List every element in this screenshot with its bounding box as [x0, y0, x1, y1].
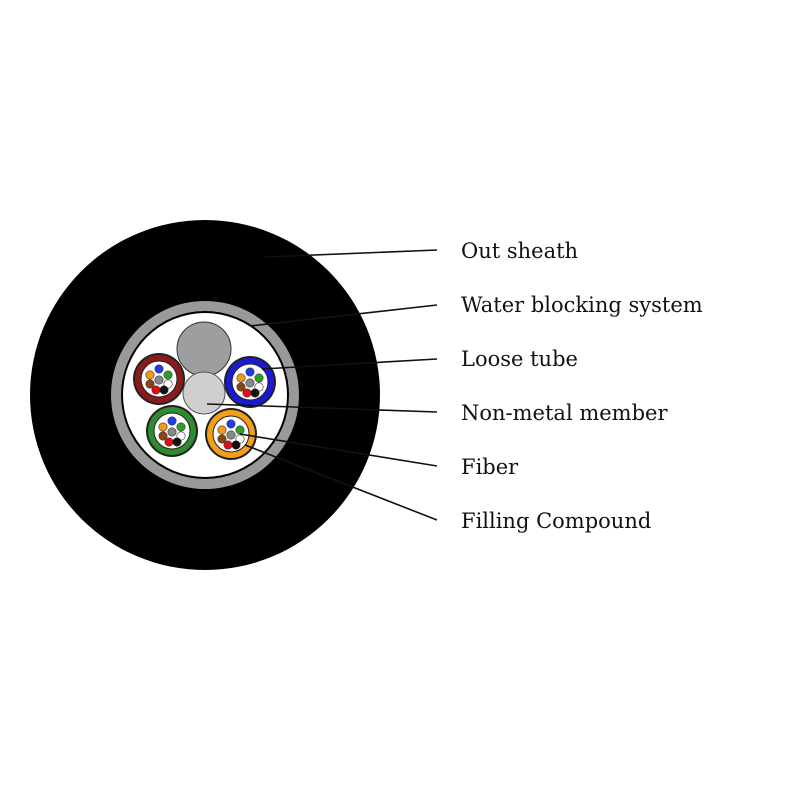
loose-tube-red [133, 353, 185, 405]
leader-filling-compound [244, 444, 438, 521]
fiber [226, 430, 236, 440]
leader-loose-tube [261, 358, 438, 370]
loose-tube-blue [224, 356, 276, 408]
label-water-blocking-system: Water blocking system [461, 293, 703, 317]
fiber [154, 364, 164, 374]
fiber [176, 422, 186, 432]
fiber [236, 373, 246, 383]
fiber [235, 425, 245, 435]
fiber [158, 431, 168, 441]
filler-rod [176, 321, 232, 377]
fiber [245, 378, 255, 388]
fiber [231, 440, 241, 450]
leader-non-metal-member [206, 403, 438, 413]
fiber [223, 440, 233, 450]
leader-fiber [239, 433, 438, 467]
fiber [145, 379, 155, 389]
label-loose-tube: Loose tube [461, 347, 578, 371]
fiber [172, 437, 182, 447]
fiber [158, 422, 168, 432]
leader-water-blocking [249, 304, 438, 327]
fiber [167, 427, 177, 437]
fiber [217, 425, 227, 435]
fiber [236, 382, 246, 392]
non-metal-member [182, 371, 226, 415]
label-out-sheath: Out sheath [461, 239, 578, 263]
loose-tube-orange [205, 408, 257, 460]
leader-out-sheath [264, 249, 438, 258]
fiber [164, 437, 174, 447]
label-filling-compound: Filling Compound [461, 509, 651, 533]
fiber [159, 385, 169, 395]
fiber [226, 419, 236, 429]
label-non-metal-member: Non-metal member [461, 401, 668, 425]
fiber [167, 416, 177, 426]
fiber [217, 434, 227, 444]
loose-tube-green [146, 405, 198, 457]
fiber [145, 370, 155, 380]
fiber [163, 370, 173, 380]
fiber [154, 375, 164, 385]
label-fiber: Fiber [461, 455, 519, 479]
fiber [254, 373, 264, 383]
fiber [245, 367, 255, 377]
fiber [242, 388, 252, 398]
fiber [250, 388, 260, 398]
fiber [151, 385, 161, 395]
